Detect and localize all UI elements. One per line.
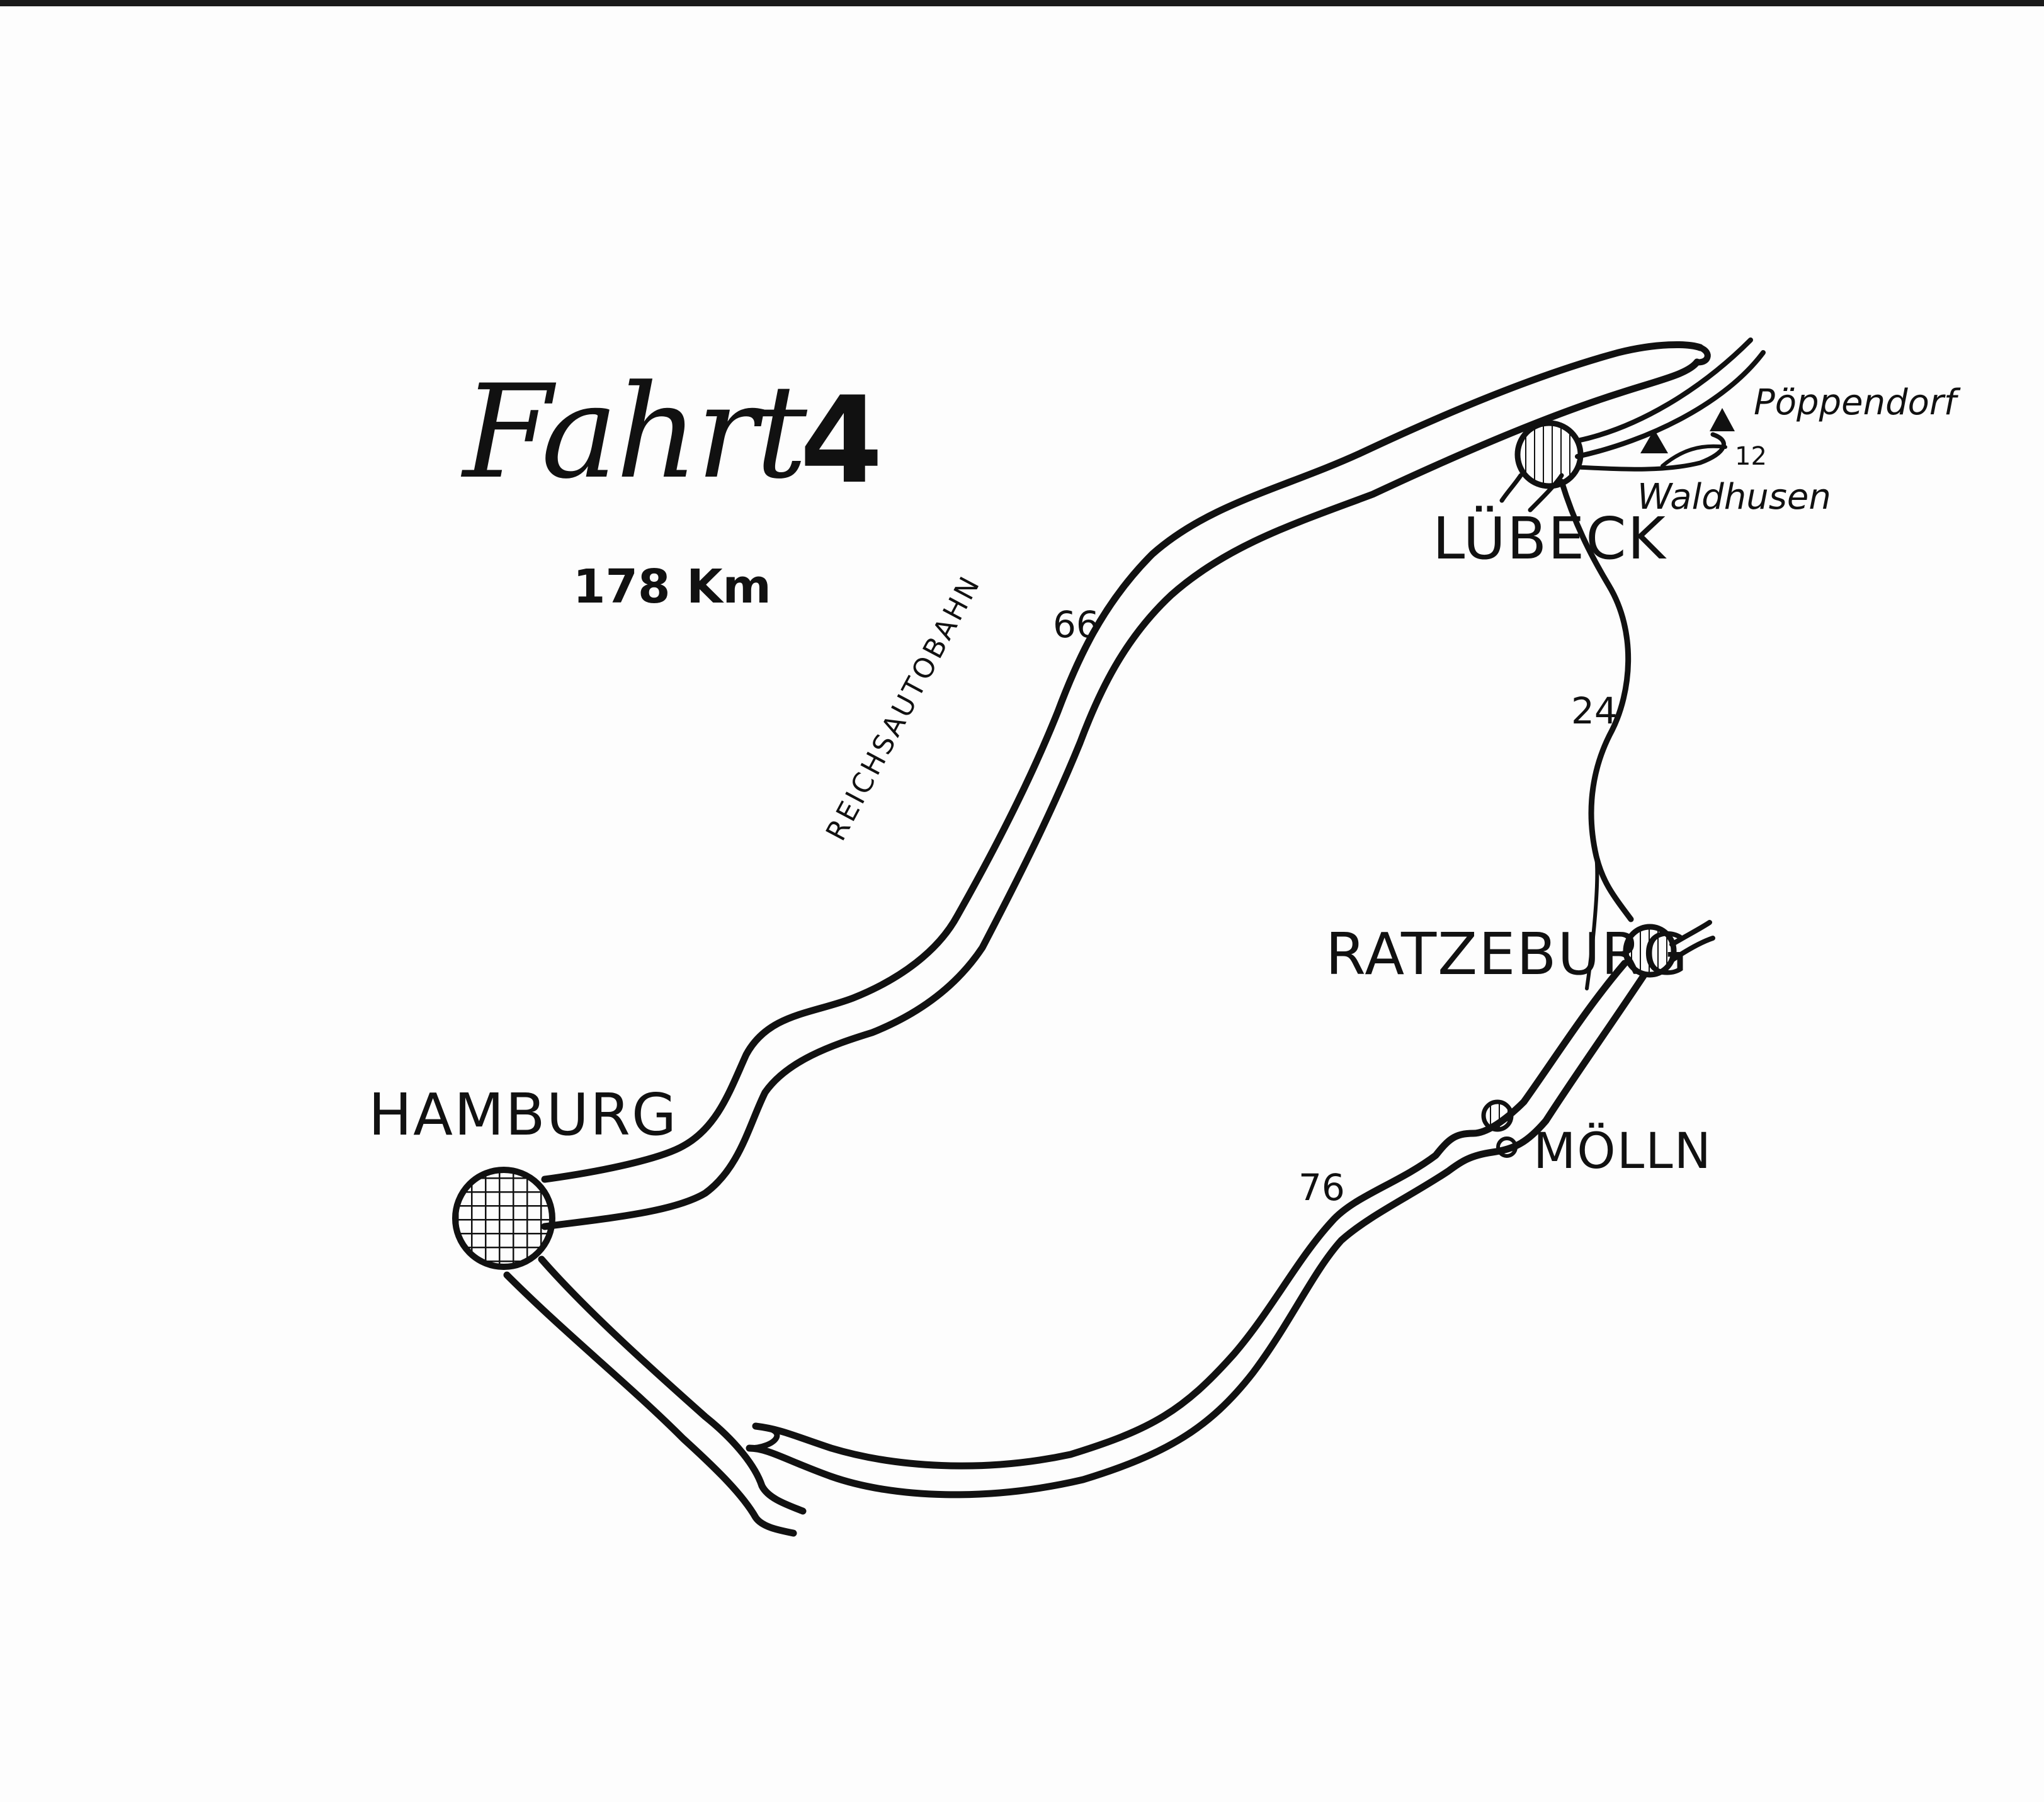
road-number-12: 12	[1735, 442, 1767, 471]
city-label-moelln: MÖLLN	[1533, 1123, 1712, 1180]
place-label-waldhusen: Waldhusen	[1637, 477, 1831, 518]
moelln-city-marker	[1481, 1099, 1514, 1132]
road-number-76: 76	[1298, 1166, 1345, 1209]
hamburg-city-marker	[452, 1167, 555, 1270]
route-distance: 178 Km	[573, 560, 771, 614]
road-24	[1559, 479, 1634, 990]
road-hamburg-south	[503, 1255, 807, 1537]
place-label-poppendorf: Pöppendorf	[1754, 382, 1956, 423]
map-title: Fahrt	[463, 358, 807, 507]
moelln-small-marker	[1496, 1136, 1518, 1158]
road-number-66: 66	[1053, 603, 1099, 646]
ratzeburg-city-marker	[1623, 924, 1677, 978]
ratzeburg-side-roads	[1669, 920, 1715, 963]
camp-triangle-icon	[1640, 429, 1668, 453]
city-label-luebeck: LÜBECK	[1433, 505, 1667, 572]
autobahn-road	[541, 341, 1711, 1230]
city-label-hamburg: HAMBURG	[368, 1081, 678, 1148]
city-label-ratzeburg: RATZEBURG	[1326, 921, 1689, 988]
photo-edge	[0, 0, 2044, 6]
map-title-number: 4	[800, 371, 883, 510]
camp-triangle-icon	[1710, 408, 1735, 431]
road-number-24: 24	[1571, 689, 1618, 732]
road-76	[746, 960, 1647, 1499]
luebeck-city-marker	[1514, 420, 1584, 489]
